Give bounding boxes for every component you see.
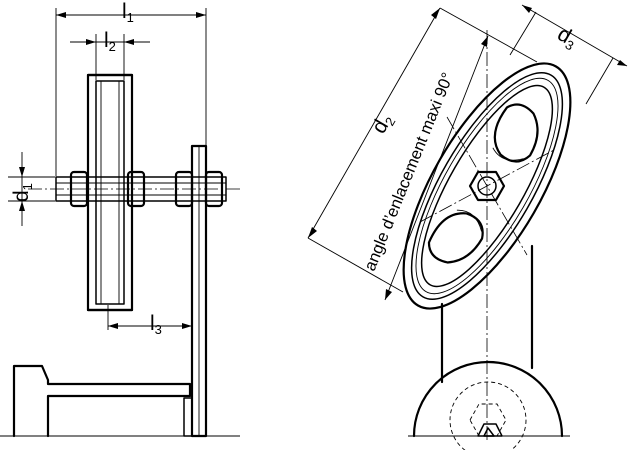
dim-l1: l1	[56, 0, 206, 25]
dim-l3: l3	[108, 312, 192, 337]
dim-d2: d2	[307, 7, 538, 293]
label-d3: d3	[553, 22, 582, 53]
centre-lines	[419, 30, 555, 442]
wrap-angle-indicator	[384, 35, 489, 301]
label-d1: d1	[10, 183, 35, 202]
side-view: l1 l2 d1 l3	[0, 0, 240, 438]
front-view: d2 d3 angle d’enlacement maxi 90°	[307, 4, 628, 450]
dim-l2: l2	[70, 29, 150, 54]
label-l2: l2	[104, 29, 116, 54]
pulley-wheel-side	[86, 73, 134, 312]
label-l3: l3	[150, 312, 162, 337]
label-d2: d2	[367, 110, 398, 139]
support-stem	[440, 244, 534, 384]
label-l1: l1	[122, 0, 134, 25]
extension-lines	[8, 8, 207, 330]
dim-d1: d1	[10, 152, 35, 226]
base-support	[12, 364, 193, 438]
bracket-plate	[190, 144, 208, 438]
base-hub	[408, 360, 570, 450]
